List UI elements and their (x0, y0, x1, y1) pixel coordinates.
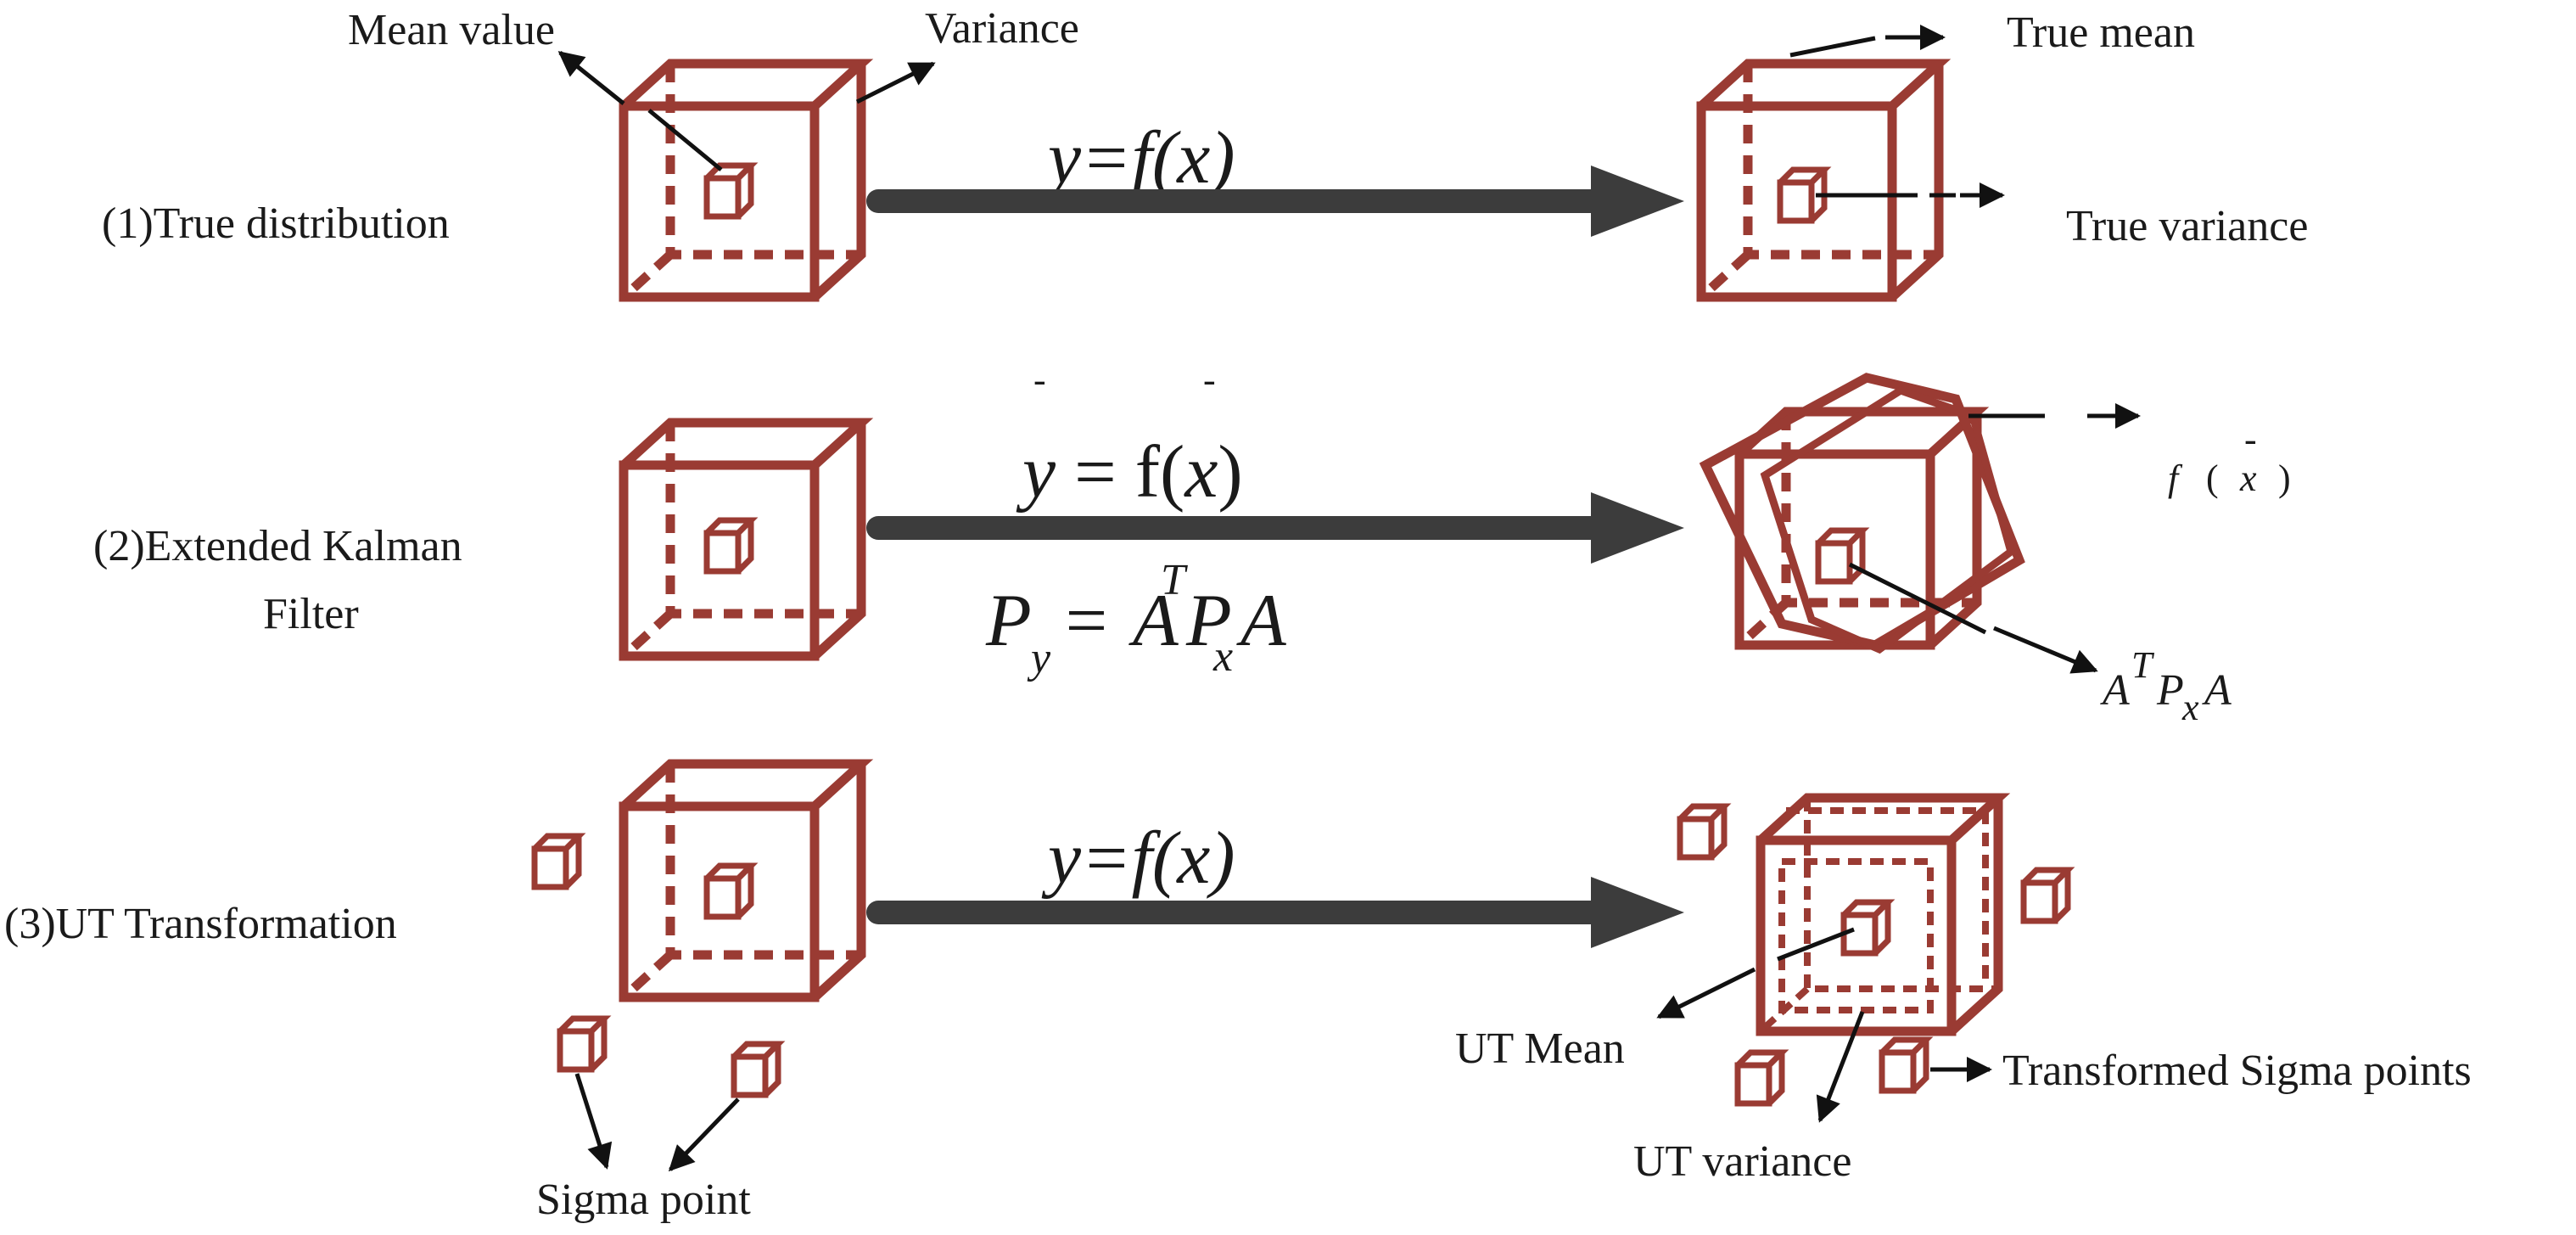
ut-variance-label: UT variance (1633, 1137, 1851, 1186)
row2-label-line1: (2)Extended Kalman (93, 522, 462, 570)
row2-cov-label-P: P (2156, 666, 2184, 715)
row2-eq-mid: = f( (1056, 431, 1184, 514)
row1-mean-value-arrow (557, 51, 625, 105)
row2-eq-x: x (1183, 431, 1218, 514)
row3-ut-variance-box (1778, 807, 1989, 1013)
row2-eq-close: ) (1218, 431, 1242, 514)
row2-covariance-pointer (1848, 562, 1987, 635)
row2-cov-sub-x: x (1212, 632, 1233, 681)
row2-eq-y-bar: - (1033, 359, 1046, 401)
row3-output-cube (1756, 793, 2011, 1036)
row3-transform-arrow (866, 877, 1684, 948)
row1-label: (1)True distribution (102, 199, 450, 248)
row2-fx-f: f (2168, 458, 2183, 499)
sigma-point-bottom-left (557, 1015, 612, 1073)
row2-label-line2: Filter (263, 590, 359, 638)
mean-value-label: Mean value (348, 6, 555, 54)
row3-label: (3)UT Transformation (4, 900, 397, 948)
transformed-sigma-top-left (1677, 803, 1732, 861)
row2-cov-sub-y: y (1027, 634, 1051, 682)
row2-equation-covariance: P y = A T P x A (985, 556, 1287, 682)
row2-fx-bar: - (2244, 418, 2257, 460)
row2-input-cube-hidden-edges (620, 423, 861, 660)
row2-input-cube (619, 418, 874, 661)
row2-cov-P2: P (1185, 580, 1232, 662)
row1-true-mean-cube (1777, 166, 1832, 224)
row2-cov-label-A2: A (2202, 666, 2232, 715)
ut-mean-pointer (1777, 927, 1855, 962)
row2-cov-label-T: T (2131, 644, 2155, 686)
row2-fx-close: ) (2278, 458, 2291, 499)
row3-ut-mean-cube (1840, 899, 1896, 957)
row2-equation-mean: y = f(x) - - (1016, 359, 1243, 514)
row2-eq-y: y (1016, 431, 1056, 514)
transformed-sigma-right (2020, 867, 2075, 924)
row1-variance-arrow (855, 61, 936, 104)
transformed-sigma-bottom-left (1734, 1049, 1789, 1107)
row1-transform-arrow (866, 166, 1684, 237)
row2-eq-x-bar: - (1203, 359, 1216, 401)
row3-output-cube-hidden-edges (1758, 798, 1998, 1034)
ut-variance-arrow (1816, 1011, 1865, 1123)
row2-cov-A1: A (1128, 580, 1179, 662)
row1-true-mean-pointer (1789, 36, 1876, 58)
transformed-sigma-label: Transformed Sigma points (2002, 1047, 2472, 1095)
row3-mean-cube (703, 862, 759, 920)
sigma-point-arrow-right (668, 1097, 740, 1172)
row2-covariance-label: A T P x A (2100, 644, 2232, 728)
row2-rotated-square-a (1699, 373, 2025, 650)
ut-mean-arrow (1656, 967, 1756, 1019)
ut-mean-label: UT Mean (1455, 1024, 1625, 1073)
row1-equation: y=f(x) (1041, 117, 1235, 199)
row2-cov-label-A: A (2100, 666, 2130, 715)
row3-input-cube-hidden-edges (620, 764, 861, 1002)
sigma-point-bottom-right (731, 1041, 786, 1098)
row3-input-cube (619, 759, 874, 1002)
row-true-distribution: (1)True distribution Mean value Variance… (102, 4, 2308, 302)
row2-linearized-mean-cube (1815, 527, 1870, 585)
sigma-point-left (531, 833, 586, 890)
svg-text:y = f(x): y = f(x) (1016, 431, 1243, 514)
row2-transform-arrow (866, 492, 1684, 564)
row2-cov-label-x: x (2181, 687, 2199, 728)
row3-transformed-sigma-points (1677, 803, 2075, 1107)
row2-cov-sup-T: T (1161, 556, 1188, 604)
row3-equation: y=f(x) (1041, 817, 1235, 900)
transformed-sigma-bottom-right (1879, 1036, 1934, 1094)
sigma-point-label: Sigma point (536, 1176, 751, 1224)
true-mean-label: True mean (2007, 8, 2195, 57)
variance-label: Variance (925, 4, 1079, 53)
row2-fx-x: x (2239, 458, 2257, 499)
row2-fx-label: f ( x - ) (2168, 418, 2291, 499)
row1-input-cube (619, 59, 874, 302)
row1-mean-value-pointer (647, 109, 723, 171)
row2-fx-open: ( (2206, 458, 2219, 499)
row2-covariance-arrow (1993, 626, 2098, 674)
row1-output-cube-hidden-edges (1698, 64, 1939, 301)
sigma-point-arrow-left (574, 1073, 613, 1170)
row2-cov-P: P (985, 580, 1032, 662)
row-extended-kalman-filter: (2)Extended Kalman Filter y = f(x) - - P… (93, 359, 2291, 728)
row3-sigma-points (531, 833, 786, 1098)
row-ut-transformation: (3)UT Transformation Sigma point y=f(x) (4, 759, 2472, 1224)
row1-output-cube (1696, 59, 1952, 302)
row2-cov-A2: A (1236, 580, 1287, 662)
row2-output-shapes (1699, 373, 2025, 654)
row2-cov-eq: = (1061, 580, 1111, 662)
row2-mean-cube (703, 517, 759, 575)
true-variance-label: True variance (2066, 202, 2308, 250)
row1-mean-cube (703, 162, 759, 220)
